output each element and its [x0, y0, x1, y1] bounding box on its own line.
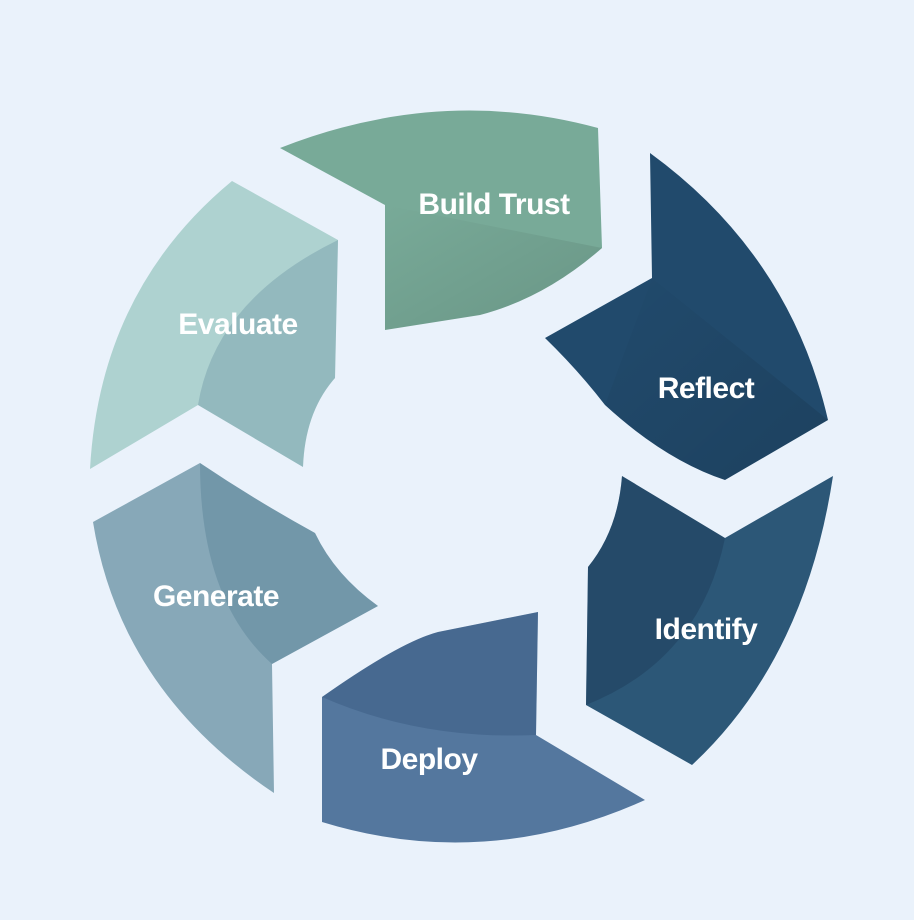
segment-label-generate: Generate [153, 580, 279, 613]
segment-label-reflect: Reflect [658, 372, 755, 405]
segment-deploy: Deploy [322, 612, 645, 843]
segment-identify: Identify [586, 476, 833, 765]
segment-identify-overlap-shade [586, 476, 725, 705]
segment-label-evaluate: Evaluate [178, 308, 297, 341]
segment-deploy-shape [322, 612, 645, 843]
segment-label-deploy: Deploy [380, 743, 478, 776]
segment-reflect-overlap-shade [605, 278, 828, 480]
segment-identify-shape [586, 476, 833, 765]
segment-deploy-overlap-shade [322, 612, 538, 736]
segment-generate-overlap-shade [200, 463, 378, 664]
segment-evaluate-shape [90, 181, 338, 469]
segment-generate: Generate [93, 463, 378, 793]
segment-generate-shape [93, 463, 378, 793]
segment-label-identify: Identify [655, 613, 758, 646]
segment-build-trust-overlap-shade [385, 205, 602, 330]
segment-build-trust: Build Trust [280, 110, 602, 330]
segment-evaluate-overlap-shade [198, 240, 338, 467]
segment-label-build-trust: Build Trust [418, 188, 570, 221]
segment-reflect: Reflect [545, 153, 828, 480]
segment-evaluate: Evaluate [90, 181, 338, 469]
